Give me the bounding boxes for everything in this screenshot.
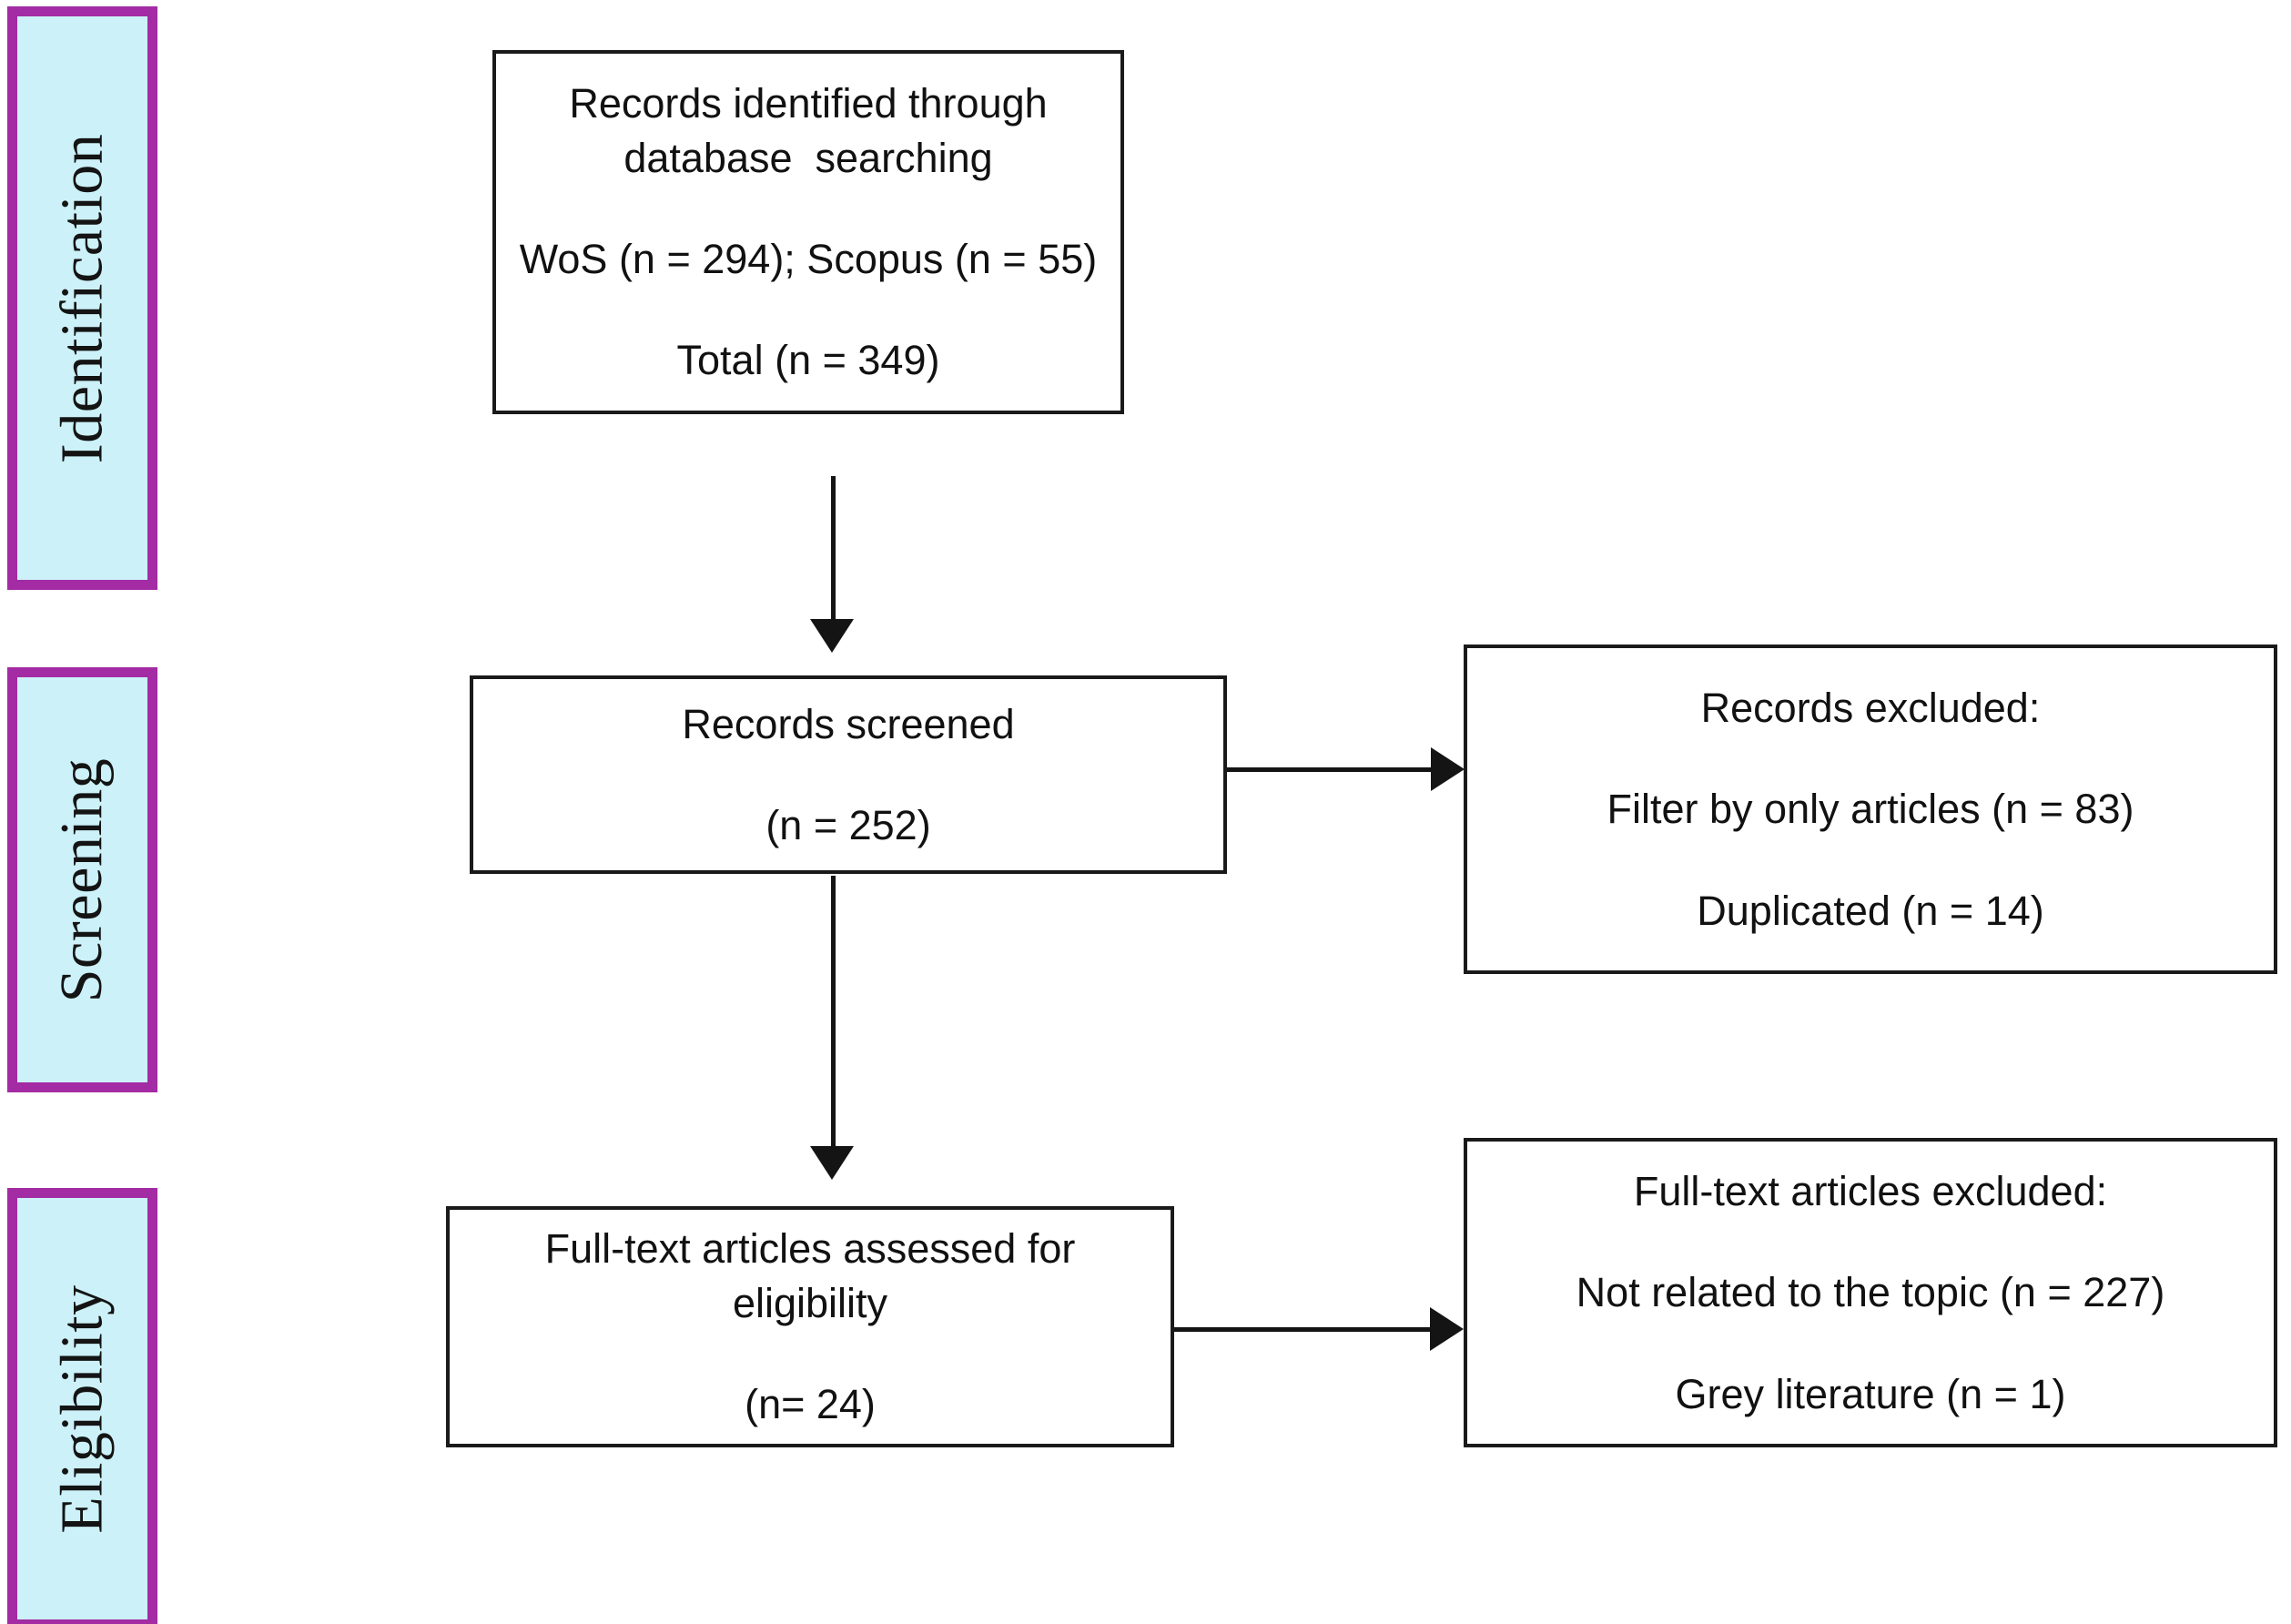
- records-screened-count: (n = 252): [765, 802, 931, 848]
- records-identified-line-2: database searching: [623, 134, 993, 181]
- records-excluded-reason-2: Duplicated (n = 14): [1697, 887, 2044, 934]
- phase-label-eligibility-text: Eligibility: [48, 1284, 116, 1534]
- fulltext-assessed-line-1: Full-text articles assessed for: [544, 1225, 1076, 1273]
- box-records-screened: Records screened (n = 252): [470, 675, 1227, 874]
- arrow-screened-to-records-excluded: [1227, 767, 1434, 772]
- phase-label-identification-text: Identification: [48, 133, 116, 463]
- records-screened-title: Records screened: [682, 700, 1015, 747]
- phase-label-screening-text: Screening: [48, 757, 116, 1002]
- arrow-screened-to-fulltext: [831, 876, 836, 1149]
- records-excluded-reason-1: Filter by only articles (n = 83): [1607, 786, 2134, 833]
- fulltext-excluded-reason-2: Grey literature (n = 1): [1675, 1370, 2066, 1417]
- phase-label-screening: Screening: [7, 667, 157, 1092]
- records-identified-sources: WoS (n = 294); Scopus (n = 55): [519, 236, 1098, 282]
- box-fulltext-excluded: Full-text articles excluded: Not related…: [1464, 1138, 2277, 1447]
- fulltext-excluded-reason-1: Not related to the topic (n = 227): [1576, 1269, 2165, 1316]
- records-identified-line-1: Records identified through: [569, 80, 1048, 127]
- box-records-excluded: Records excluded: Filter by only article…: [1464, 645, 2277, 974]
- records-excluded-title: Records excluded:: [1700, 684, 2041, 731]
- fulltext-excluded-title: Full-text articles excluded:: [1633, 1167, 2108, 1214]
- phase-label-identification: Identification: [7, 6, 157, 590]
- phase-label-eligibility: Eligibility: [7, 1188, 157, 1624]
- fulltext-assessed-count: (n= 24): [745, 1381, 876, 1428]
- arrow-identified-to-screened-head-icon: [810, 619, 854, 653]
- arrow-identified-to-screened: [831, 476, 836, 622]
- box-records-identified: Records identified through database sear…: [492, 50, 1124, 414]
- arrow-screened-to-fulltext-head-icon: [810, 1146, 854, 1180]
- arrow-fulltext-to-fulltext-excluded-head-icon: [1430, 1307, 1464, 1351]
- arrow-fulltext-to-fulltext-excluded: [1174, 1327, 1434, 1332]
- box-fulltext-assessed: Full-text articles assessed for eligibil…: [446, 1206, 1174, 1447]
- fulltext-assessed-line-2: eligibility: [732, 1279, 888, 1326]
- arrow-screened-to-records-excluded-head-icon: [1431, 747, 1465, 791]
- records-identified-total: Total (n = 349): [676, 337, 940, 384]
